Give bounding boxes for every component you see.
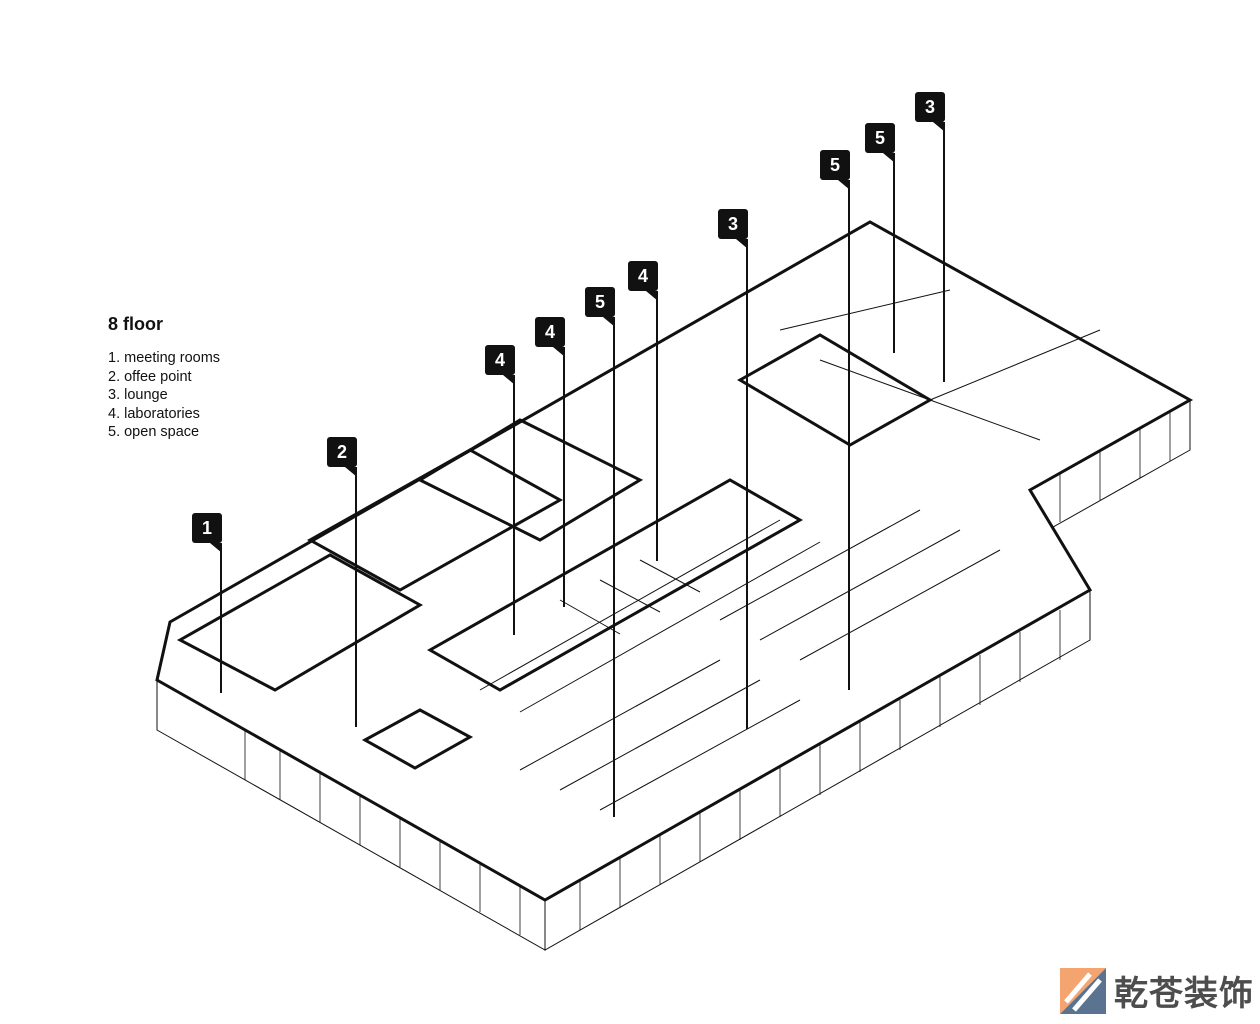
marker-label: 5 — [820, 150, 850, 190]
zone-marker: 5 — [585, 287, 615, 817]
marker-label: 3 — [915, 92, 945, 132]
marker-label: 4 — [485, 345, 515, 385]
marker-stem — [848, 180, 850, 690]
marker-label: 5 — [865, 123, 895, 163]
marker-stem — [563, 347, 565, 607]
marker-stem — [513, 375, 515, 635]
zone-marker: 3 — [915, 92, 945, 382]
zone-marker: 5 — [820, 150, 850, 690]
zone-marker: 2 — [327, 437, 357, 727]
legend-item: 2. offee point — [108, 368, 192, 385]
building-floor — [155, 220, 1194, 902]
marker-label: 4 — [628, 261, 658, 301]
legend-item: 1. meeting rooms — [108, 350, 221, 366]
logo-mark-icon — [1060, 967, 1106, 1014]
marker-stem — [355, 467, 357, 727]
zone-marker: 4 — [535, 317, 565, 607]
marker-label: 3 — [718, 209, 748, 249]
zone-marker: 4 — [485, 345, 515, 635]
marker-stem — [613, 317, 615, 817]
legend-list: 1. meeting rooms 2. offee point 3. loung… — [108, 349, 220, 442]
zone-marker: 1 — [192, 513, 222, 693]
legend-item: 5. open space — [108, 424, 200, 440]
watermark-logo: 乾苍装饰 — [1060, 966, 1254, 1015]
marker-stem — [656, 291, 658, 561]
marker-stem — [220, 543, 222, 693]
interior-walls — [176, 289, 1101, 811]
marker-stem — [943, 122, 945, 382]
legend-item: 4. laboratories — [108, 405, 200, 422]
marker-label: 1 — [192, 513, 222, 553]
zone-marker: 4 — [628, 261, 658, 561]
marker-label: 2 — [327, 437, 357, 477]
zone-marker: 3 — [718, 209, 748, 729]
marker-stem — [746, 239, 748, 729]
zone-marker: 5 — [865, 123, 895, 353]
legend-title: 8 floor — [108, 314, 164, 334]
window-mullions — [244, 411, 1171, 935]
marker-label: 4 — [535, 317, 565, 357]
legend-item: 3. lounge — [108, 387, 168, 403]
legend: 8 floor 1. meeting rooms 2. offee point … — [108, 314, 220, 442]
marker-stem — [893, 153, 895, 353]
marker-label: 5 — [585, 287, 615, 327]
watermark-text: 乾苍装饰 — [1114, 975, 1254, 1013]
